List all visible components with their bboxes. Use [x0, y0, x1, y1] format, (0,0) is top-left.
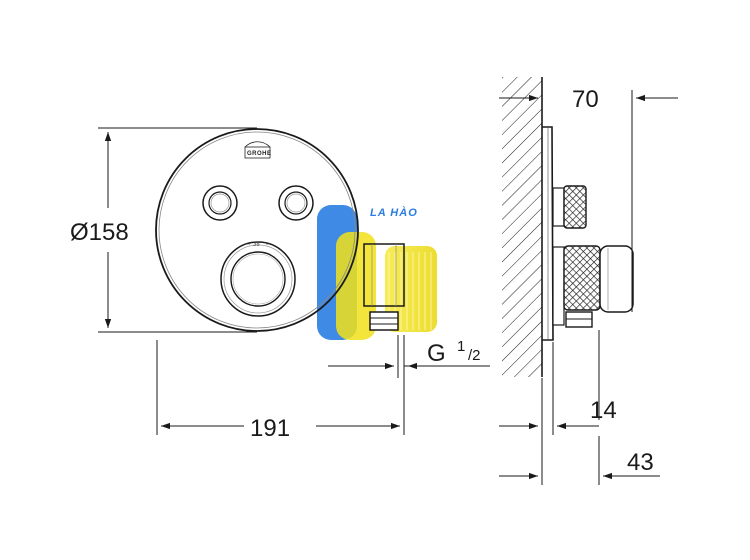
cover-plate-outline — [155, 128, 359, 332]
wall-hatch — [502, 77, 542, 377]
width-label: 191 — [250, 415, 290, 442]
side-dial-housing — [552, 246, 565, 326]
front-view: GROHE 38 — [155, 128, 405, 332]
plate-profile — [542, 126, 554, 341]
logo-text: GROHE — [247, 151, 272, 157]
side-button-housing — [552, 187, 565, 227]
dial-mark-text: 38 — [253, 242, 260, 248]
wall-offset-label: 14 — [590, 397, 617, 424]
thread-sup-label: 1 — [457, 338, 465, 355]
thermostat-dial: 38 — [220, 241, 296, 317]
dial-knurled-knob — [563, 245, 601, 311]
side-view — [502, 77, 634, 377]
top-knurled-knob — [563, 185, 587, 229]
grohe-logo-icon: GROHE — [244, 141, 272, 159]
watermark-text: LA HÀO — [370, 206, 418, 219]
depth-label: 70 — [572, 86, 599, 113]
outlet-body — [599, 245, 634, 313]
dimension-lines — [98, 90, 678, 485]
watermark-logo-icon — [317, 205, 437, 340]
left-push-button — [202, 185, 238, 221]
thread-prefix-label: G — [427, 340, 446, 367]
thread-connector — [369, 311, 399, 331]
diameter-label: Ø158 — [70, 219, 129, 246]
cover-plate-inner-edge — [158, 131, 356, 329]
side-thread-connector — [565, 311, 593, 328]
right-push-button — [278, 185, 314, 221]
watermark: LA HÀO — [317, 205, 437, 340]
thread-sub-label: /2 — [468, 347, 481, 364]
min-depth-label: 43 — [627, 449, 654, 476]
shower-outlet-elbow — [363, 243, 405, 331]
